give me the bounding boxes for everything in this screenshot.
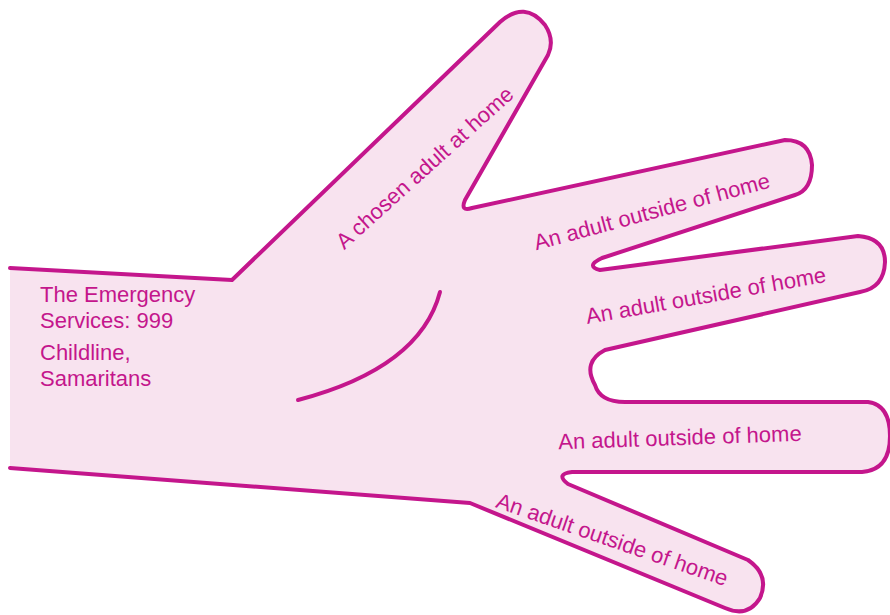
palm-crease	[298, 292, 440, 400]
hand-line	[10, 12, 890, 612]
wrist-label: Childline, Samaritans	[40, 340, 170, 392]
wrist-label: The Emergency Services: 999	[40, 282, 215, 334]
hand-fill	[10, 12, 890, 612]
